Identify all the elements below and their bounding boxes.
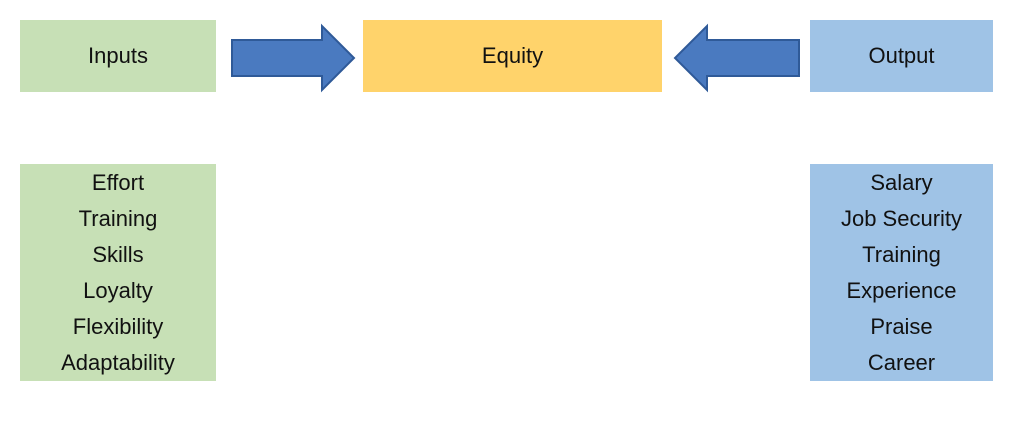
equity-box: Equity [363,20,662,92]
inputs-list-item: Adaptability [61,349,175,375]
inputs-title: Inputs [88,43,148,68]
outputs-list-item: Career [867,349,936,375]
outputs-list-item: Experience [846,277,957,303]
inputs-list-item: Flexibility [72,313,164,339]
outputs-list-item: Job Security [840,205,963,231]
inputs-list-item: Effort [91,169,145,195]
left-arrow-icon [673,23,800,93]
inputs-list-item: Training [78,205,158,231]
outputs-list-item: Praise [870,313,933,339]
outputs-list-item: Training [862,241,941,267]
inputs-box: Inputs [20,20,216,92]
outputs-list-item: Salary [870,169,933,195]
inputs-list-item: Skills [92,241,144,267]
right-arrow-icon [231,23,356,93]
outputs-list-box: Salary Job Security Training Experience … [810,164,993,381]
output-box: Output [810,20,993,92]
inputs-list-item: Loyalty [83,277,153,303]
equity-title: Equity [481,43,544,68]
inputs-list-box: Effort Training Skills Loyalty Flexibili… [20,164,216,381]
output-title: Output [868,43,935,68]
